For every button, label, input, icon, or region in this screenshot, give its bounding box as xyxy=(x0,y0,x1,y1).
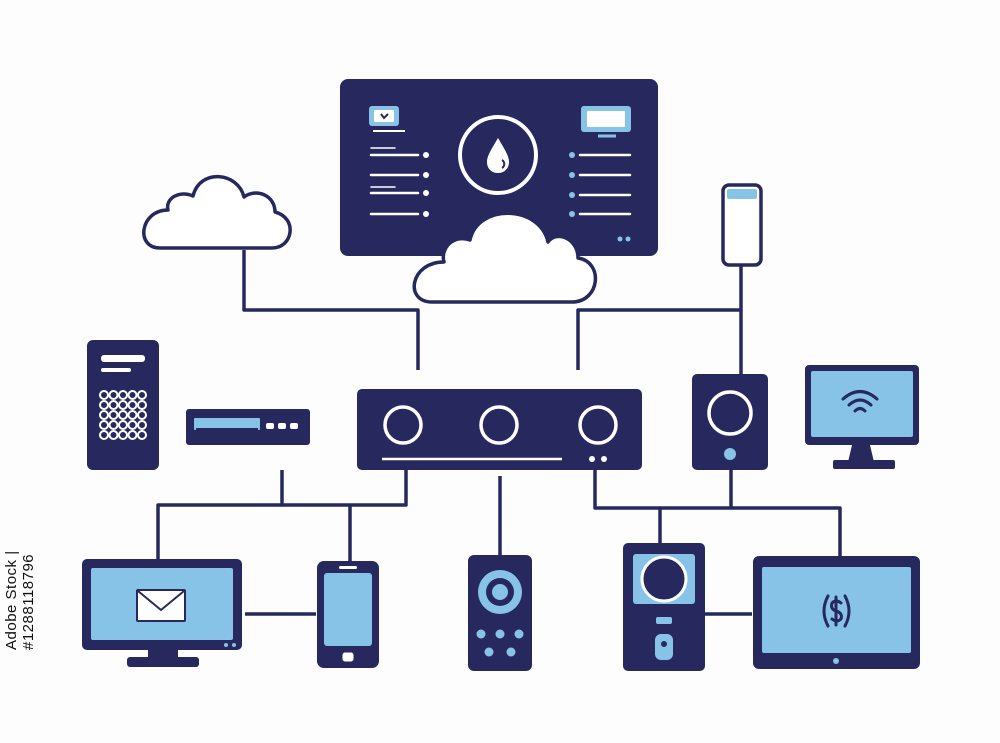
vent-hole xyxy=(137,400,147,410)
vent-hole xyxy=(127,430,138,440)
vent-hole xyxy=(118,410,128,420)
vent-hole xyxy=(108,420,119,430)
vent-hole xyxy=(108,410,119,420)
cloud-icon xyxy=(142,174,292,250)
cloud-icon xyxy=(412,211,597,304)
vent-hole xyxy=(137,430,147,440)
email-monitor xyxy=(82,559,242,667)
line-router-to-monitor xyxy=(156,503,282,562)
hub-port-3 xyxy=(578,405,618,445)
vent-hole xyxy=(118,390,128,400)
vent-hole xyxy=(127,390,138,400)
vent-hole xyxy=(118,420,128,430)
vent-hole xyxy=(99,430,109,440)
left-cloud xyxy=(142,174,292,250)
line-hub-to-tablet xyxy=(660,506,842,556)
center-cloud xyxy=(412,211,597,304)
network-hub-icon xyxy=(357,389,642,470)
vent-hole xyxy=(137,410,147,420)
top-smartphone xyxy=(721,183,763,267)
line-hub-to-router xyxy=(280,470,408,507)
hub-port-2 xyxy=(479,405,519,445)
vent-hole xyxy=(99,410,109,420)
vent-hole xyxy=(137,390,147,400)
water-drop-gauge xyxy=(458,115,538,195)
vent-hole xyxy=(137,420,147,430)
stock-id-watermark: Adobe Stock | #1288118796 xyxy=(3,550,37,650)
vent-hole xyxy=(108,430,119,440)
camera-device xyxy=(623,543,705,671)
server-tower xyxy=(87,340,159,470)
speaker xyxy=(692,374,768,470)
hub-port-1 xyxy=(383,405,423,445)
dashboard-right-list xyxy=(578,153,632,216)
dashboard-monitor xyxy=(340,79,658,256)
vent-hole xyxy=(99,390,109,400)
line-phone-to-hub xyxy=(576,265,743,370)
remote-control xyxy=(468,555,532,671)
network-switch xyxy=(186,409,310,445)
line-hub-to-camera xyxy=(593,470,662,543)
vent-hole xyxy=(99,420,109,430)
payment-tablet xyxy=(753,556,920,669)
vent-hole xyxy=(118,430,128,440)
smartphone-icon xyxy=(721,183,763,267)
network-hub xyxy=(357,389,642,470)
vent-hole xyxy=(127,400,138,410)
tower-vent-grid xyxy=(99,390,147,440)
vent-hole xyxy=(127,410,138,420)
vent-hole xyxy=(108,400,119,410)
vent-hole xyxy=(118,400,128,410)
dollar-icon xyxy=(822,594,851,628)
vent-hole xyxy=(108,390,119,400)
bottom-smartphone xyxy=(317,561,379,668)
line-left-cloud-to-hub xyxy=(242,250,420,370)
wifi-icon xyxy=(841,390,879,413)
connector-lines xyxy=(156,250,842,616)
dashboard-left-list xyxy=(369,147,420,216)
vent-hole xyxy=(127,420,138,430)
envelope-icon xyxy=(136,589,186,622)
vent-hole xyxy=(99,400,109,410)
wifi-monitor xyxy=(805,365,919,469)
server-tower-icon xyxy=(87,340,159,470)
